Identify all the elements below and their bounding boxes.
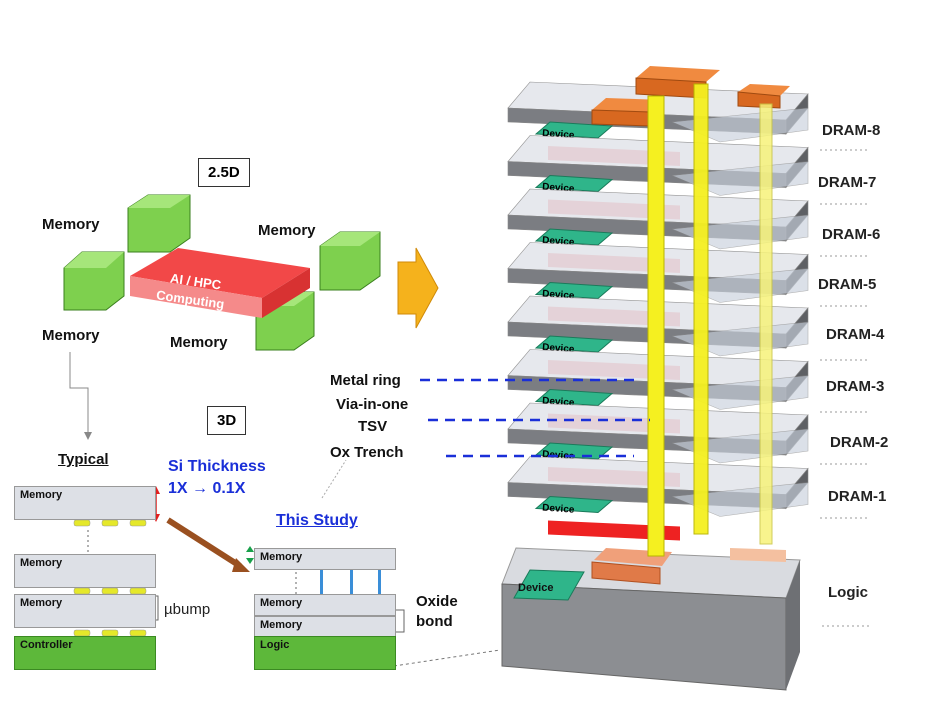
typical-memory-layer: Memory (14, 554, 156, 588)
dram-label: DRAM-6 (822, 226, 881, 243)
metal-ring-bar (548, 520, 680, 541)
this-study-title: This Study (276, 512, 358, 529)
comparison-arrow (166, 517, 242, 569)
device-label: Device (542, 503, 575, 516)
oxide-bond-label: Oxide bond (416, 593, 458, 630)
memory-cube (127, 194, 191, 253)
device-block (534, 228, 614, 246)
device-block (534, 174, 614, 193)
memory-label: Memory (42, 327, 100, 344)
study-logic: Logic (254, 636, 396, 670)
device-block (534, 121, 614, 139)
dram-label: DRAM-4 (826, 326, 885, 343)
typical-memory-layer: Memory (14, 594, 156, 628)
study-memory-layer: Memory (254, 616, 396, 638)
device-block (534, 388, 614, 407)
si-thickness-ratio: 1X → 0.1X (168, 480, 246, 497)
memory-cube (319, 231, 381, 291)
typical-memory-layer: Memory (14, 486, 156, 520)
dram-label: DRAM-2 (830, 434, 889, 451)
study-tsvs (320, 548, 381, 638)
study-memory-layer: Memory (254, 594, 396, 616)
typical-title: Typical (58, 451, 109, 468)
callout-lines (420, 378, 650, 458)
transition-arrow (397, 247, 439, 329)
title-2-5d: 2.5D (198, 158, 250, 187)
label-leaders (820, 149, 870, 627)
microbump-label: µbump (164, 601, 211, 618)
dram-label: DRAM-3 (826, 378, 885, 395)
title-3d: 3D (207, 406, 247, 435)
memory-label: Memory (258, 222, 316, 239)
memory-label: Memory (42, 216, 100, 233)
dram-label: DRAM-8 (822, 122, 881, 139)
device-block (534, 281, 614, 300)
callout-metal-ring: Metal ring (330, 372, 401, 389)
logic-device-label: Device (518, 582, 554, 594)
logic-label: Logic (828, 584, 868, 601)
typical-controller: Controller (14, 636, 156, 670)
dram-label: DRAM-7 (818, 174, 877, 191)
dram-label: DRAM-5 (818, 276, 877, 293)
callout-tsv: TSV (358, 418, 388, 435)
ai-hpc-chip (130, 248, 310, 318)
memory-cube (63, 251, 125, 311)
dram-stack: DeviceDeviceDeviceDeviceDeviceDeviceDevi… (507, 81, 809, 541)
dram-label: DRAM-1 (828, 488, 887, 505)
device-block (534, 335, 614, 353)
callout-ox-trench: Ox Trench (330, 444, 404, 461)
tsv-pillar (647, 83, 773, 557)
callout-via-in-one: Via-in-one (336, 396, 409, 413)
si-thickness-label: Si Thickness (168, 458, 266, 475)
device-block (534, 495, 614, 514)
study-memory-layer: Memory (254, 548, 396, 570)
memory-label: Memory (170, 334, 228, 351)
